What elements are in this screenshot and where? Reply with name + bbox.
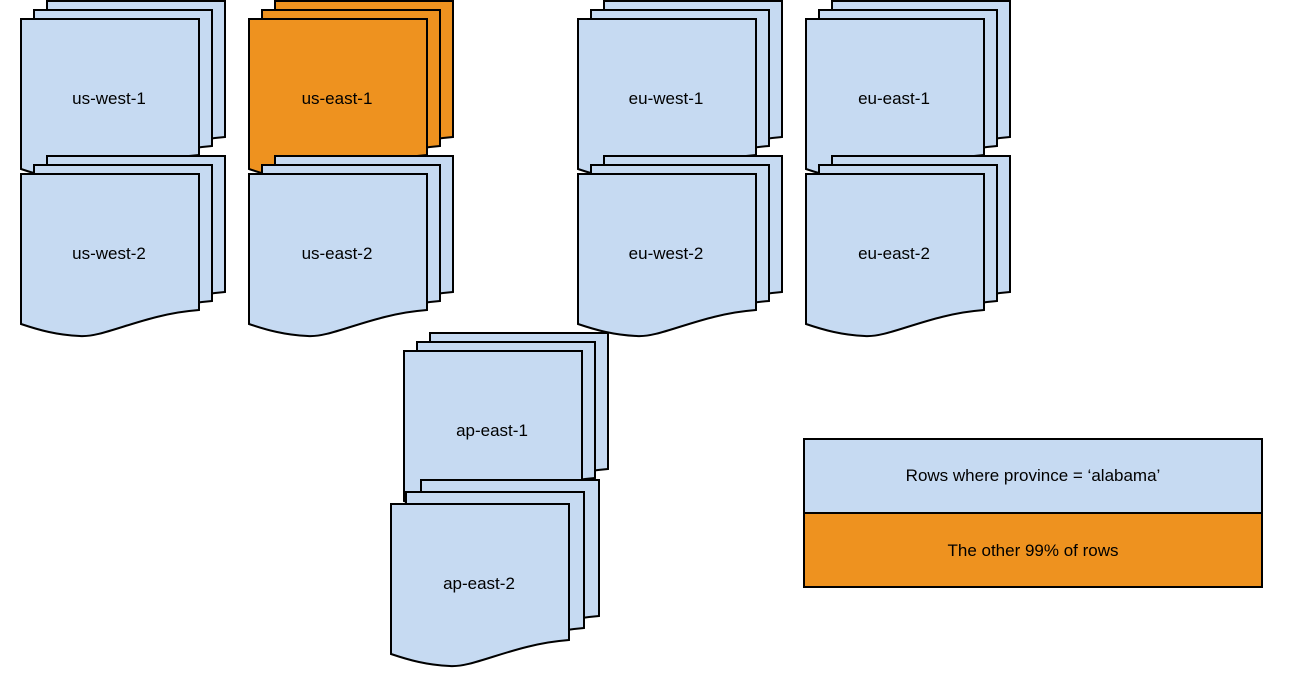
legend-label-legend-blue: Rows where province = ‘alabama’ [905,466,1161,485]
document-stack-ap-east-2[interactable]: ap-east-2 [390,479,605,668]
document-stack-shape-us-west-1 [20,0,226,183]
legend: Rows where province = ‘alabama’ The other… [803,438,1263,588]
document-stack-us-east-2[interactable]: us-east-2 [248,155,463,338]
document-stack-shape-eu-west-2 [577,155,783,338]
document-stack-eu-east-1[interactable]: eu-east-1 [805,0,1020,183]
document-stack-shape-eu-west-1 [577,0,783,183]
document-stack-shape-ap-east-1 [403,332,609,515]
document-stack-eu-west-1[interactable]: eu-west-1 [577,0,792,183]
document-stack-shape-us-east-1 [248,0,454,183]
document-stack-us-west-1[interactable]: us-west-1 [20,0,235,183]
legend-row-legend-orange: The other 99% of rows [805,514,1261,586]
document-sheet [390,503,570,668]
document-stack-eu-west-2[interactable]: eu-west-2 [577,155,792,338]
document-stack-us-west-2[interactable]: us-west-2 [20,155,235,338]
document-stack-ap-east-1[interactable]: ap-east-1 [403,332,618,515]
document-sheet [577,173,757,338]
document-stack-shape-us-east-2 [248,155,454,338]
document-sheet [20,173,200,338]
document-stack-shape-us-west-2 [20,155,226,338]
document-sheet [805,173,985,338]
legend-row-legend-blue: Rows where province = ‘alabama’ [805,440,1261,514]
document-stack-shape-eu-east-1 [805,0,1011,183]
document-sheet [248,173,428,338]
document-stack-eu-east-2[interactable]: eu-east-2 [805,155,1020,338]
document-stack-shape-ap-east-2 [390,479,600,668]
legend-label-legend-orange: The other 99% of rows [947,541,1119,560]
document-stack-shape-eu-east-2 [805,155,1011,338]
document-stack-us-east-1[interactable]: us-east-1 [248,0,463,183]
